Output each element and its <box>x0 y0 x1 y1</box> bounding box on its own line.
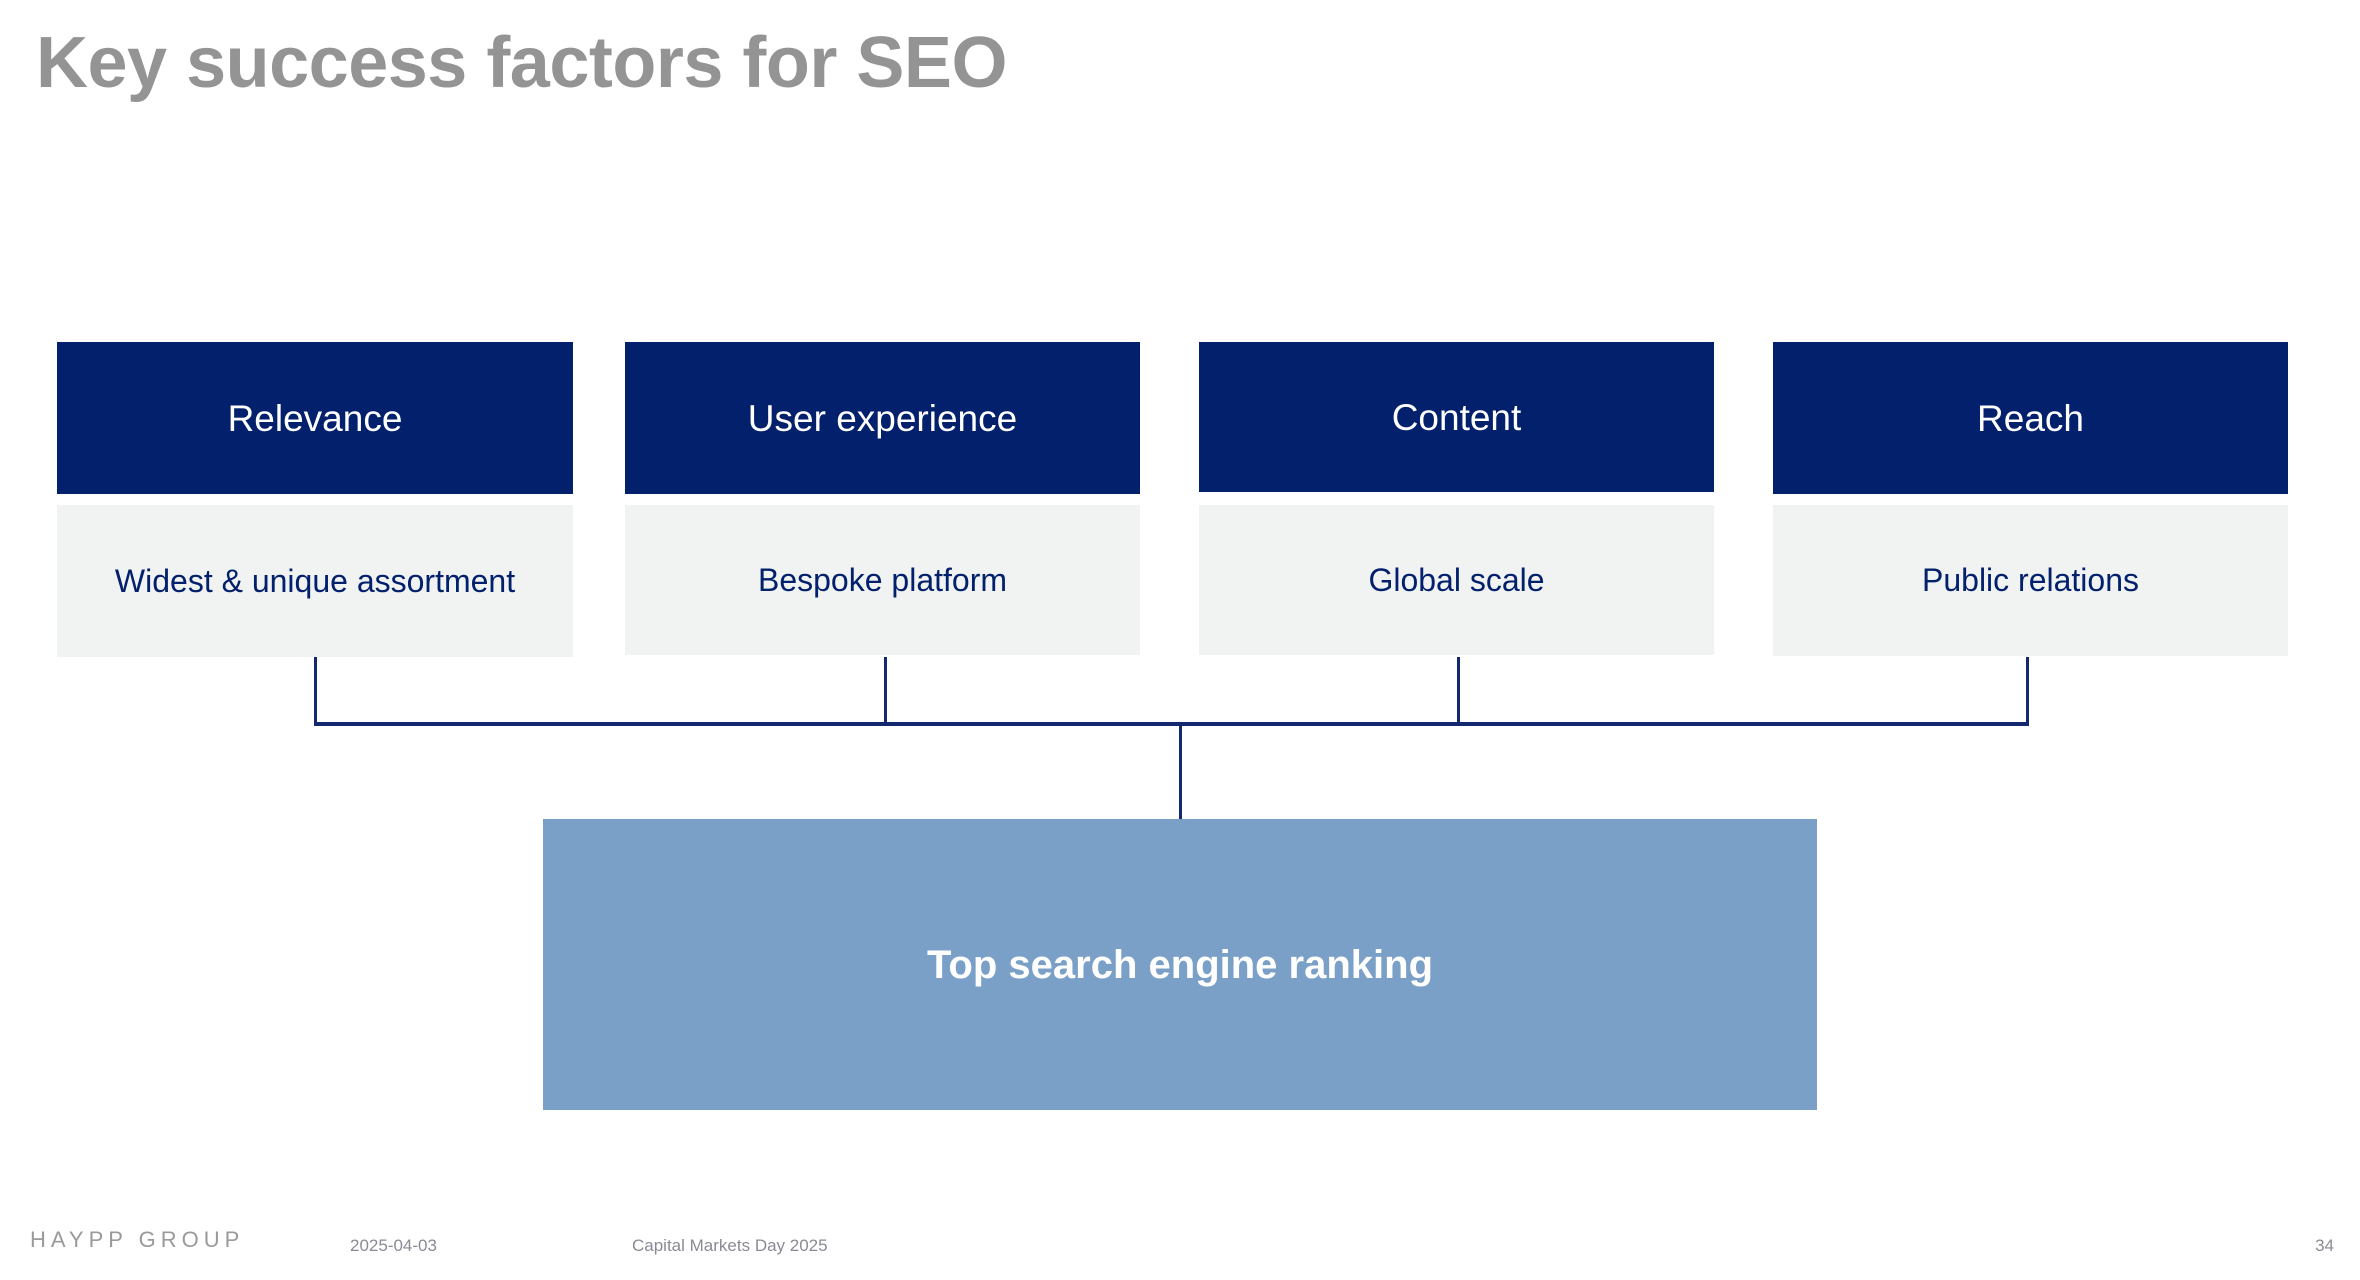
connector-line-horizontal-bus <box>314 722 2029 726</box>
connector-line-content <box>1457 657 1460 725</box>
factor-header-reach: Reach <box>1773 342 2288 494</box>
factor-card-content[interactable]: Content Global scale <box>1199 342 1714 655</box>
connector-line-user-experience <box>884 657 887 725</box>
haypp-group-logo: HAYPP GROUP <box>30 1227 245 1252</box>
connector-line-to-outcome <box>1179 725 1182 821</box>
factor-body-content: Global scale <box>1199 505 1714 655</box>
factor-header-user-experience: User experience <box>625 342 1140 494</box>
factor-card-user-experience[interactable]: User experience Bespoke platform <box>625 342 1140 655</box>
outcome-card-top-search-engine-ranking[interactable]: Top search engine ranking <box>543 819 1817 1110</box>
factor-header-relevance: Relevance <box>57 342 573 494</box>
connector-line-reach <box>2026 657 2029 725</box>
factor-body-reach: Public relations <box>1773 505 2288 656</box>
factor-header-content: Content <box>1199 342 1714 492</box>
footer-date: 2025-04-03 <box>350 1236 437 1255</box>
factor-card-relevance[interactable]: Relevance Widest & unique assortment <box>57 342 573 657</box>
factor-body-user-experience: Bespoke platform <box>625 505 1140 655</box>
page-title: Key success factors for SEO <box>36 23 1007 103</box>
footer-page-number: 34 <box>2315 1236 2334 1255</box>
factor-card-reach[interactable]: Reach Public relations <box>1773 342 2288 656</box>
footer-event-name: Capital Markets Day 2025 <box>632 1236 828 1255</box>
connector-line-relevance <box>314 657 317 725</box>
outcome-label: Top search engine ranking <box>926 942 1434 987</box>
factor-body-relevance: Widest & unique assortment <box>57 505 573 657</box>
